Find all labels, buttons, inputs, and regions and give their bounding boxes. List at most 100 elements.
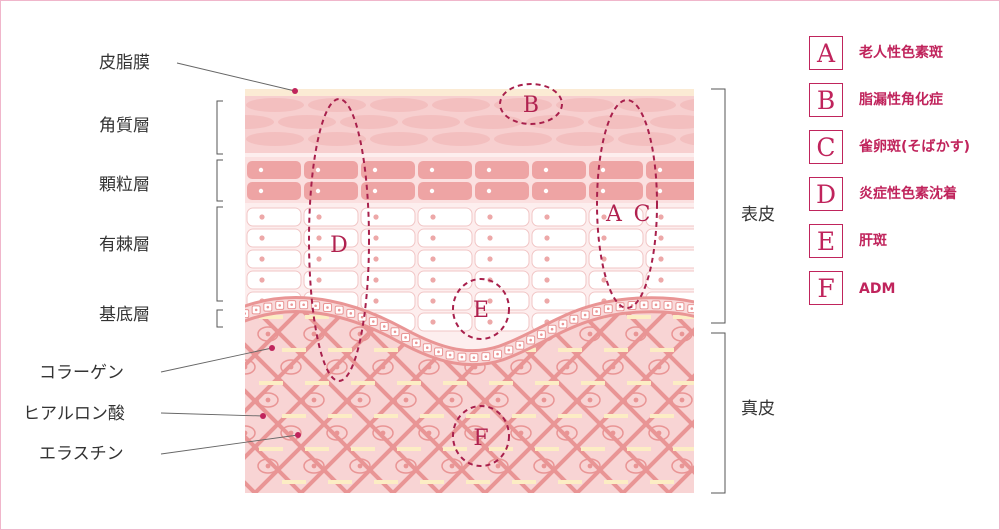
basal-nucleus <box>337 308 341 312</box>
spinosum-cell <box>360 228 416 248</box>
spinosum-nucleus <box>373 298 379 304</box>
fibroblast-cell <box>556 425 578 441</box>
corneum-cell <box>246 98 304 112</box>
spinosum-cell <box>531 270 587 290</box>
spinosum-cell <box>417 291 473 311</box>
spinosum-nucleus <box>544 298 550 304</box>
basal-nucleus <box>393 330 397 334</box>
fibroblast-nucleus <box>587 397 593 403</box>
collagen-fiber <box>245 304 311 493</box>
elastin-fiber <box>305 381 329 385</box>
spinosum-cell <box>588 228 644 248</box>
granulosum-nucleus <box>372 188 378 194</box>
granulosum-cell <box>475 161 529 179</box>
collagen-fiber <box>521 304 694 493</box>
granulosum-nucleus <box>429 167 435 173</box>
collagen-fiber <box>613 304 694 493</box>
marker-c: C <box>634 202 651 227</box>
elastin-fiber <box>397 381 421 385</box>
spinosum-cell <box>417 312 473 332</box>
elastin-fiber <box>650 414 674 418</box>
corneum-cell <box>556 98 614 112</box>
granulosum-cell <box>361 161 415 179</box>
granulosum-nucleus <box>486 188 492 194</box>
fibroblast-nucleus <box>245 364 248 370</box>
fibroblast-nucleus <box>426 430 432 436</box>
dot-elastin <box>295 432 301 438</box>
spinosum-cell <box>246 249 302 269</box>
legend-text-c: 雀卵斑(そばかす) <box>859 139 971 155</box>
collagen-fiber <box>613 304 694 493</box>
spinosum-cell <box>531 249 587 269</box>
spinosum-cell <box>417 228 473 248</box>
elastin-fiber <box>558 414 582 418</box>
spinosum-nucleus <box>316 214 322 220</box>
granulosum-cell <box>361 182 415 200</box>
corneum-cell <box>618 132 676 146</box>
elastin-fiber <box>650 348 674 352</box>
fibroblast-cell <box>349 392 371 408</box>
granulosum-nucleus <box>372 167 378 173</box>
basal-nucleus <box>507 348 511 352</box>
elastin-fiber <box>489 447 513 451</box>
legend-box-f: F <box>809 271 843 305</box>
spinosum-nucleus <box>487 214 493 220</box>
granulosum-nucleus <box>258 167 264 173</box>
legend-text-f: ADM <box>859 281 896 297</box>
corneum-cell <box>340 115 398 129</box>
fibroblast-cell <box>349 458 371 474</box>
basal-nucleus <box>326 306 329 309</box>
granulosum-nucleus <box>429 188 435 194</box>
pointer-hyaluronic <box>160 412 264 417</box>
basal-nucleus <box>484 355 488 358</box>
pointer-collagen <box>160 347 273 373</box>
spinosum-nucleus <box>544 277 550 283</box>
marker-e: E <box>473 298 489 323</box>
basal-cell <box>245 309 250 319</box>
spinosum-nucleus <box>487 298 493 304</box>
fibroblast-nucleus <box>380 430 386 436</box>
granulosum-nucleus <box>315 167 321 173</box>
basal-nucleus <box>415 341 418 345</box>
legend-text-b: 脂漏性角化症 <box>859 92 943 108</box>
fibroblast-nucleus <box>587 463 593 469</box>
collagen-fiber <box>567 304 694 493</box>
basal-nucleus <box>425 346 429 349</box>
fibroblast-cell <box>326 359 348 375</box>
fibroblast-cell <box>579 458 601 474</box>
fibroblast-cell <box>395 392 417 408</box>
spinosum-nucleus <box>601 235 607 241</box>
fibroblast-cell <box>257 458 279 474</box>
bracket-corneum <box>216 100 223 155</box>
collagen-fiber <box>1 301 171 501</box>
fibroblast-nucleus <box>610 364 616 370</box>
fibroblast-nucleus <box>334 364 340 370</box>
spinosum-cell <box>645 207 694 227</box>
collagen-fiber <box>245 304 357 493</box>
basal-nucleus <box>266 305 270 309</box>
corneum-cells <box>245 98 694 146</box>
elastin-fiber <box>604 414 628 418</box>
basal-nucleus <box>678 305 682 308</box>
collagen-fiber <box>707 301 907 501</box>
spinosum-cell <box>474 228 530 248</box>
spinosum-cell <box>303 270 359 290</box>
basal-nucleus <box>529 338 532 342</box>
spinosum-nucleus <box>544 214 550 220</box>
fibroblast-nucleus <box>357 463 363 469</box>
spinosum-cell <box>303 249 359 269</box>
elastin-fiber <box>673 447 694 451</box>
basal-nucleus <box>290 303 293 306</box>
label-elastin: エラスチン <box>39 444 124 464</box>
dot-sebum <box>292 88 298 94</box>
corneum-cell <box>464 115 522 129</box>
corneum-cell <box>432 132 490 146</box>
granulosum-nucleus <box>543 167 549 173</box>
basal-nucleus <box>572 317 576 321</box>
fibroblast-cell <box>533 458 555 474</box>
spinosum-nucleus <box>430 277 436 283</box>
basal-nucleus <box>496 352 499 356</box>
dermis-texture <box>1 301 907 501</box>
